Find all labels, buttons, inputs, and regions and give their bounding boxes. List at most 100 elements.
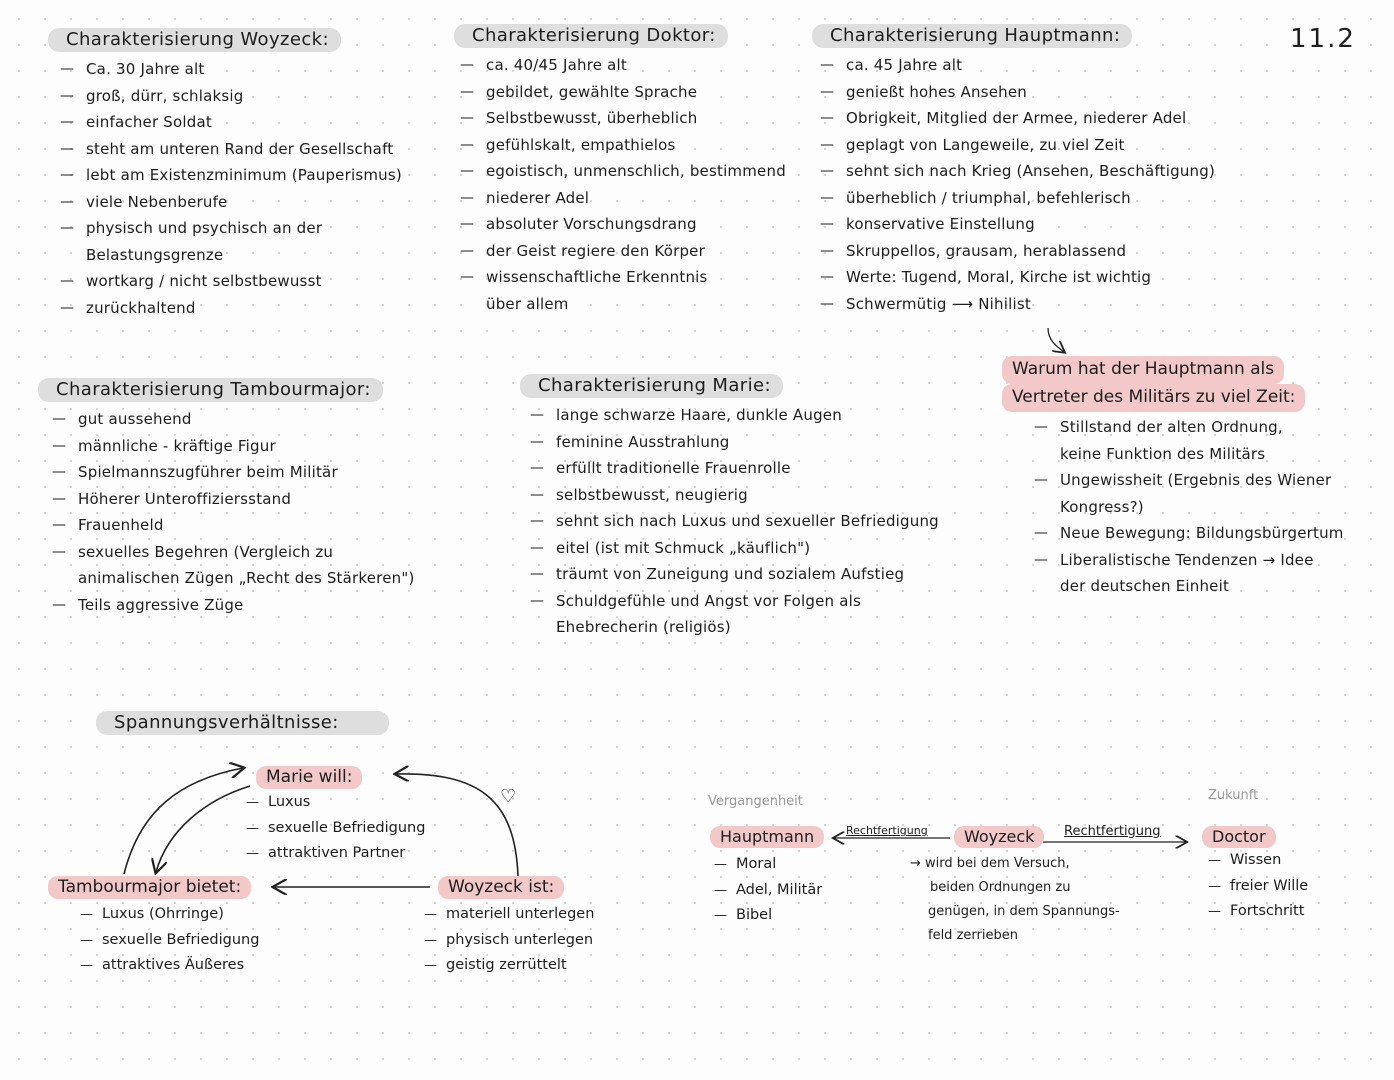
woyzeck-list: Ca. 30 Jahre alt groß, dürr, schlaksig e… xyxy=(60,56,402,321)
nihilist-label: Nihilist xyxy=(978,294,1031,313)
list-item: gut aussehend xyxy=(52,406,415,433)
list-item: Moral xyxy=(714,852,822,878)
list-item: attraktiven Partner xyxy=(246,841,425,867)
list-item: selbstbewusst, neugierig xyxy=(530,482,939,509)
arrow-nihilist-down xyxy=(1047,327,1064,352)
tambourmajor-section: Charakterisierung Tambourmajor: gut auss… xyxy=(38,378,415,618)
list-item: Wissen xyxy=(1208,848,1308,874)
list-item: Teils aggressive Züge xyxy=(52,592,415,619)
list-item: animalischen Zügen „Recht des Stärkeren"… xyxy=(78,569,415,587)
list-item: ca. 40/45 Jahre alt xyxy=(460,52,786,79)
list-item: Luxus (Ohrringe) xyxy=(80,902,259,928)
list-item: Skruppellos, grausam, herablassend xyxy=(820,238,1215,265)
warum-question-line1: Warum hat der Hauptmann als xyxy=(1002,356,1285,384)
list-item: Liberalistische Tendenzen → Idee xyxy=(1034,547,1344,574)
hauptmann-heading: Charakterisierung Hauptmann: xyxy=(812,24,1133,48)
woyzeck-ist-label: Woyzeck ist: xyxy=(438,876,565,899)
heart-icon: ♡ xyxy=(500,786,517,807)
woyzeck-section: Charakterisierung Woyzeck: Ca. 30 Jahre … xyxy=(48,28,402,321)
list-item: gefühlskalt, empathielos xyxy=(460,132,786,159)
list-item: konservative Einstellung xyxy=(820,211,1215,238)
list-item: physisch unterlegen xyxy=(424,928,594,954)
list-item: der deutschen Einheit xyxy=(1060,577,1230,595)
warum-list: Stillstand der alten Ordnung, keine Funk… xyxy=(1034,414,1344,600)
tambour-bietet-label: Tambourmajor bietet: xyxy=(48,876,252,899)
hauptmann-section: Charakterisierung Hauptmann: ca. 45 Jahr… xyxy=(812,24,1215,317)
tambourmajor-list: gut aussehend männliche - kräftige Figur… xyxy=(52,406,415,618)
list-item: Neue Bewegung: Bildungsbürgertum xyxy=(1034,520,1344,547)
marie-list: lange schwarze Haare, dunkle Augen femin… xyxy=(530,402,939,641)
spannung-section: Spannungsverhältnisse: xyxy=(96,711,389,735)
page-number: 11.2 xyxy=(1290,24,1356,54)
marie-heading: Charakterisierung Marie: xyxy=(520,374,783,398)
timeline-future: Zukunft xyxy=(1208,788,1259,803)
list-item: lange schwarze Haare, dunkle Augen xyxy=(530,402,939,429)
list-item: männliche - kräftige Figur xyxy=(52,433,415,460)
list-item: Bibel xyxy=(714,903,822,929)
list-item: materiell unterlegen xyxy=(424,902,594,928)
timeline-hauptmann: Hauptmann xyxy=(710,826,825,848)
list-item: über allem xyxy=(486,294,569,313)
list-item: geplagt von Langeweile, zu viel Zeit xyxy=(820,132,1215,159)
list-item: der Geist regiere den Körper xyxy=(460,238,786,265)
list-item: sexuelles Begehren (Vergleich zu xyxy=(52,539,415,566)
list-item: Höherer Unteroffiziersstand xyxy=(52,486,415,513)
list-item: Belastungsgrenze xyxy=(86,245,224,264)
arrow-tambour-to-marie xyxy=(123,768,243,875)
list-item: gebildet, gewählte Sprache xyxy=(460,79,786,106)
marie-will-label: Marie will: xyxy=(256,766,363,789)
list-item: träumt von Zuneigung und sozialem Aufsti… xyxy=(530,561,939,588)
list-item: ca. 45 Jahre alt xyxy=(820,52,1215,79)
list-item: Spielmannszugführer beim Militär xyxy=(52,459,415,486)
list-item: Fortschritt xyxy=(1208,899,1308,925)
rechtfertigung-left: Rechtfertigung xyxy=(846,824,928,837)
list-item: zurückhaltend xyxy=(60,295,402,322)
list-item: feminine Ausstrahlung xyxy=(530,429,939,456)
timeline-woyzeck-text: → wird bei dem Versuch, beiden Ordnungen… xyxy=(910,856,1120,943)
list-item: niederer Adel xyxy=(460,185,786,212)
list-item: eitel (ist mit Schmuck „käuflich") xyxy=(530,535,939,562)
list-item: Selbstbewusst, überheblich xyxy=(460,105,786,132)
timeline-woyzeck: Woyzeck xyxy=(954,826,1045,848)
list-item: Kongress?) xyxy=(1060,497,1144,516)
list-item: einfacher Soldat xyxy=(60,109,402,136)
arrow-woyzeck-to-marie xyxy=(396,774,519,877)
marie-will-list: Luxus sexuelle Befriedigung attraktiven … xyxy=(246,790,425,867)
timeline-hauptmann-list: Moral Adel, Militär Bibel xyxy=(714,852,822,929)
list-item: Ehebrecherin (religiös) xyxy=(556,618,731,636)
list-item: geistig zerrüttelt xyxy=(424,953,594,979)
spannung-heading: Spannungsverhältnisse: xyxy=(96,711,389,735)
doktor-section: Charakterisierung Doktor: ca. 40/45 Jahr… xyxy=(454,24,786,317)
list-item: viele Nebenberufe xyxy=(60,189,402,216)
list-item-text: Schwermütig xyxy=(846,294,947,313)
list-item: wissenschaftliche Erkenntnis xyxy=(460,264,786,291)
list-item: Ungewissheit (Ergebnis des Wiener xyxy=(1034,467,1344,494)
list-item: sexuelle Befriedigung xyxy=(80,928,259,954)
list-item: egoistisch, unmenschlich, bestimmend xyxy=(460,158,786,185)
list-item: Stillstand der alten Ordnung, xyxy=(1034,414,1344,441)
list-item: Ca. 30 Jahre alt xyxy=(60,56,402,83)
list-item: freier Wille xyxy=(1208,874,1308,900)
list-item: sexuelle Befriedigung xyxy=(246,816,425,842)
list-item: Adel, Militär xyxy=(714,878,822,904)
marie-section: Charakterisierung Marie: lange schwarze … xyxy=(520,374,939,641)
hauptmann-list: ca. 45 Jahre alt genießt hohes Ansehen O… xyxy=(820,52,1215,317)
list-item: Obrigkeit, Mitglied der Armee, niederer … xyxy=(820,105,1215,132)
list-item: physisch und psychisch an der xyxy=(60,215,402,242)
arrow-right-icon: → xyxy=(910,856,921,871)
tambourmajor-heading: Charakterisierung Tambourmajor: xyxy=(38,378,383,402)
warum-question-line2: Vertreter des Militärs zu viel Zeit: xyxy=(1002,384,1306,412)
list-item: überheblich / triumphal, befehlerisch xyxy=(820,185,1215,212)
arrow-marie-to-tambour xyxy=(156,785,251,872)
list-item: attraktives Äußeres xyxy=(80,953,259,979)
warum-section: Warum hat der Hauptmann als Vertreter de… xyxy=(1002,356,1344,600)
list-item: wortkarg / nicht selbstbewusst xyxy=(60,268,402,295)
list-item: sehnt sich nach Krieg (Ansehen, Beschäft… xyxy=(820,158,1215,185)
list-item: Luxus xyxy=(246,790,425,816)
list-item: absoluter Vorschungsdrang xyxy=(460,211,786,238)
list-item: Schwermütig ⟶ Nihilist xyxy=(820,291,1215,318)
timeline-doctor: Doctor xyxy=(1202,826,1276,848)
list-item: Frauenheld xyxy=(52,512,415,539)
list-item: Werte: Tugend, Moral, Kirche ist wichtig xyxy=(820,264,1215,291)
